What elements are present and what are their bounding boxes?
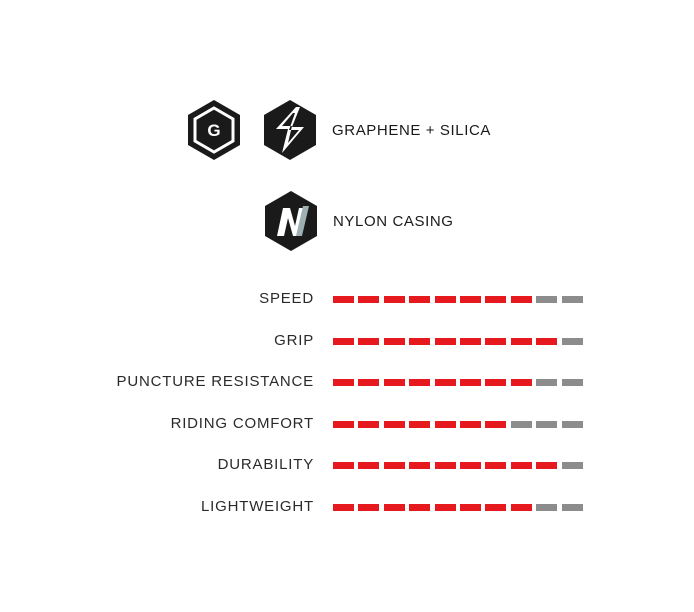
rating-segment-filled xyxy=(459,503,481,511)
rating-bar xyxy=(333,462,587,470)
rating-segment-filled xyxy=(383,420,405,428)
rating-segment-filled xyxy=(358,337,380,345)
nylon-n-icon xyxy=(265,191,317,251)
rating-segment-filled xyxy=(383,379,405,387)
rating-segment-filled xyxy=(536,337,558,345)
rating-segment-filled xyxy=(333,462,354,470)
rating-segment-filled xyxy=(485,337,507,345)
rating-segment-filled xyxy=(333,296,354,303)
rating-label: DURABILITY xyxy=(217,456,314,474)
rating-segment-filled xyxy=(485,420,507,428)
rating-segment-filled xyxy=(383,296,405,303)
rating-segment-filled xyxy=(434,379,456,387)
rating-segment-filled xyxy=(459,337,481,345)
rating-label: SPEED xyxy=(259,290,314,307)
rating-label: RIDING COMFORT xyxy=(170,414,314,432)
rating-segment-filled xyxy=(485,379,507,387)
rating-segment-filled xyxy=(333,420,354,428)
rating-segment-empty xyxy=(536,420,558,428)
rating-segment-filled xyxy=(358,296,380,303)
tech-label-graphene-silica: GRAPHENE + SILICA xyxy=(332,121,491,139)
rating-segment-filled xyxy=(434,420,456,428)
rating-segment-filled xyxy=(485,462,507,470)
rating-segment-filled xyxy=(409,420,431,428)
rating-bar xyxy=(333,379,587,387)
rating-segment-filled xyxy=(358,462,380,470)
rating-segment-empty xyxy=(536,296,558,303)
rating-segment-filled xyxy=(333,379,354,387)
rating-segment-empty xyxy=(561,296,583,303)
rating-bar xyxy=(333,420,587,428)
rating-segment-filled xyxy=(459,420,481,428)
rating-bar xyxy=(333,337,587,345)
rating-segment-filled xyxy=(434,503,456,511)
rating-segment-filled xyxy=(485,503,507,511)
rating-segment-empty xyxy=(536,379,558,387)
rating-segment-filled xyxy=(434,337,456,345)
rating-segment-filled xyxy=(383,337,405,345)
rating-segment-filled xyxy=(383,462,405,470)
tech-label-nylon-casing: NYLON CASING xyxy=(333,212,454,230)
ratings-list: SPEED GRIP PUNCTURE RESISTANCE RIDING CO… xyxy=(0,286,694,536)
rating-segment-filled xyxy=(383,503,405,511)
tech-graphene-silica: G GRAPHENE + SILICA xyxy=(186,98,491,162)
rating-segment-filled xyxy=(434,296,456,303)
rating-row-speed: SPEED xyxy=(0,286,694,328)
rating-segment-filled xyxy=(434,462,456,470)
rating-label: LIGHTWEIGHT xyxy=(201,497,314,515)
rating-segment-empty xyxy=(561,503,583,511)
rating-segment-filled xyxy=(358,420,380,428)
rating-segment-empty xyxy=(561,420,583,428)
rating-segment-filled xyxy=(459,462,481,470)
tech-nylon-casing: NYLON CASING xyxy=(263,190,454,252)
rating-row-riding-comfort: RIDING COMFORT xyxy=(0,411,694,453)
rating-segment-filled xyxy=(358,379,380,387)
rating-bar xyxy=(333,503,587,511)
rating-row-puncture-resistance: PUNCTURE RESISTANCE xyxy=(0,369,694,411)
rating-segment-empty xyxy=(510,420,532,428)
rating-segment-filled xyxy=(409,296,431,303)
rating-segment-filled xyxy=(510,337,532,345)
rating-segment-empty xyxy=(536,503,558,511)
rating-segment-empty xyxy=(561,462,583,470)
rating-row-grip: GRIP xyxy=(0,328,694,370)
rating-segment-empty xyxy=(561,337,583,345)
rating-segment-filled xyxy=(510,462,532,470)
rating-segment-filled xyxy=(409,503,431,511)
rating-row-durability: DURABILITY xyxy=(0,452,694,494)
rating-segment-filled xyxy=(536,462,558,470)
rating-segment-filled xyxy=(358,503,380,511)
rating-segment-filled xyxy=(333,337,354,345)
rating-segment-filled xyxy=(409,337,431,345)
rating-segment-filled xyxy=(409,462,431,470)
rating-bar xyxy=(333,296,587,303)
rating-segment-filled xyxy=(459,379,481,387)
rating-segment-filled xyxy=(510,296,532,303)
rating-segment-filled xyxy=(459,296,481,303)
rating-segment-filled xyxy=(333,503,354,511)
rating-label: GRIP xyxy=(274,331,314,349)
graphene-g-icon: G xyxy=(188,100,240,160)
rating-segment-filled xyxy=(485,296,507,303)
rating-segment-filled xyxy=(510,503,532,511)
rating-label: PUNCTURE RESISTANCE xyxy=(116,373,314,391)
rating-segment-empty xyxy=(561,379,583,387)
silica-bolt-icon xyxy=(264,100,316,160)
rating-segment-filled xyxy=(510,379,532,387)
rating-row-lightweight: LIGHTWEIGHT xyxy=(0,494,694,536)
svg-text:G: G xyxy=(207,121,220,140)
rating-segment-filled xyxy=(409,379,431,387)
